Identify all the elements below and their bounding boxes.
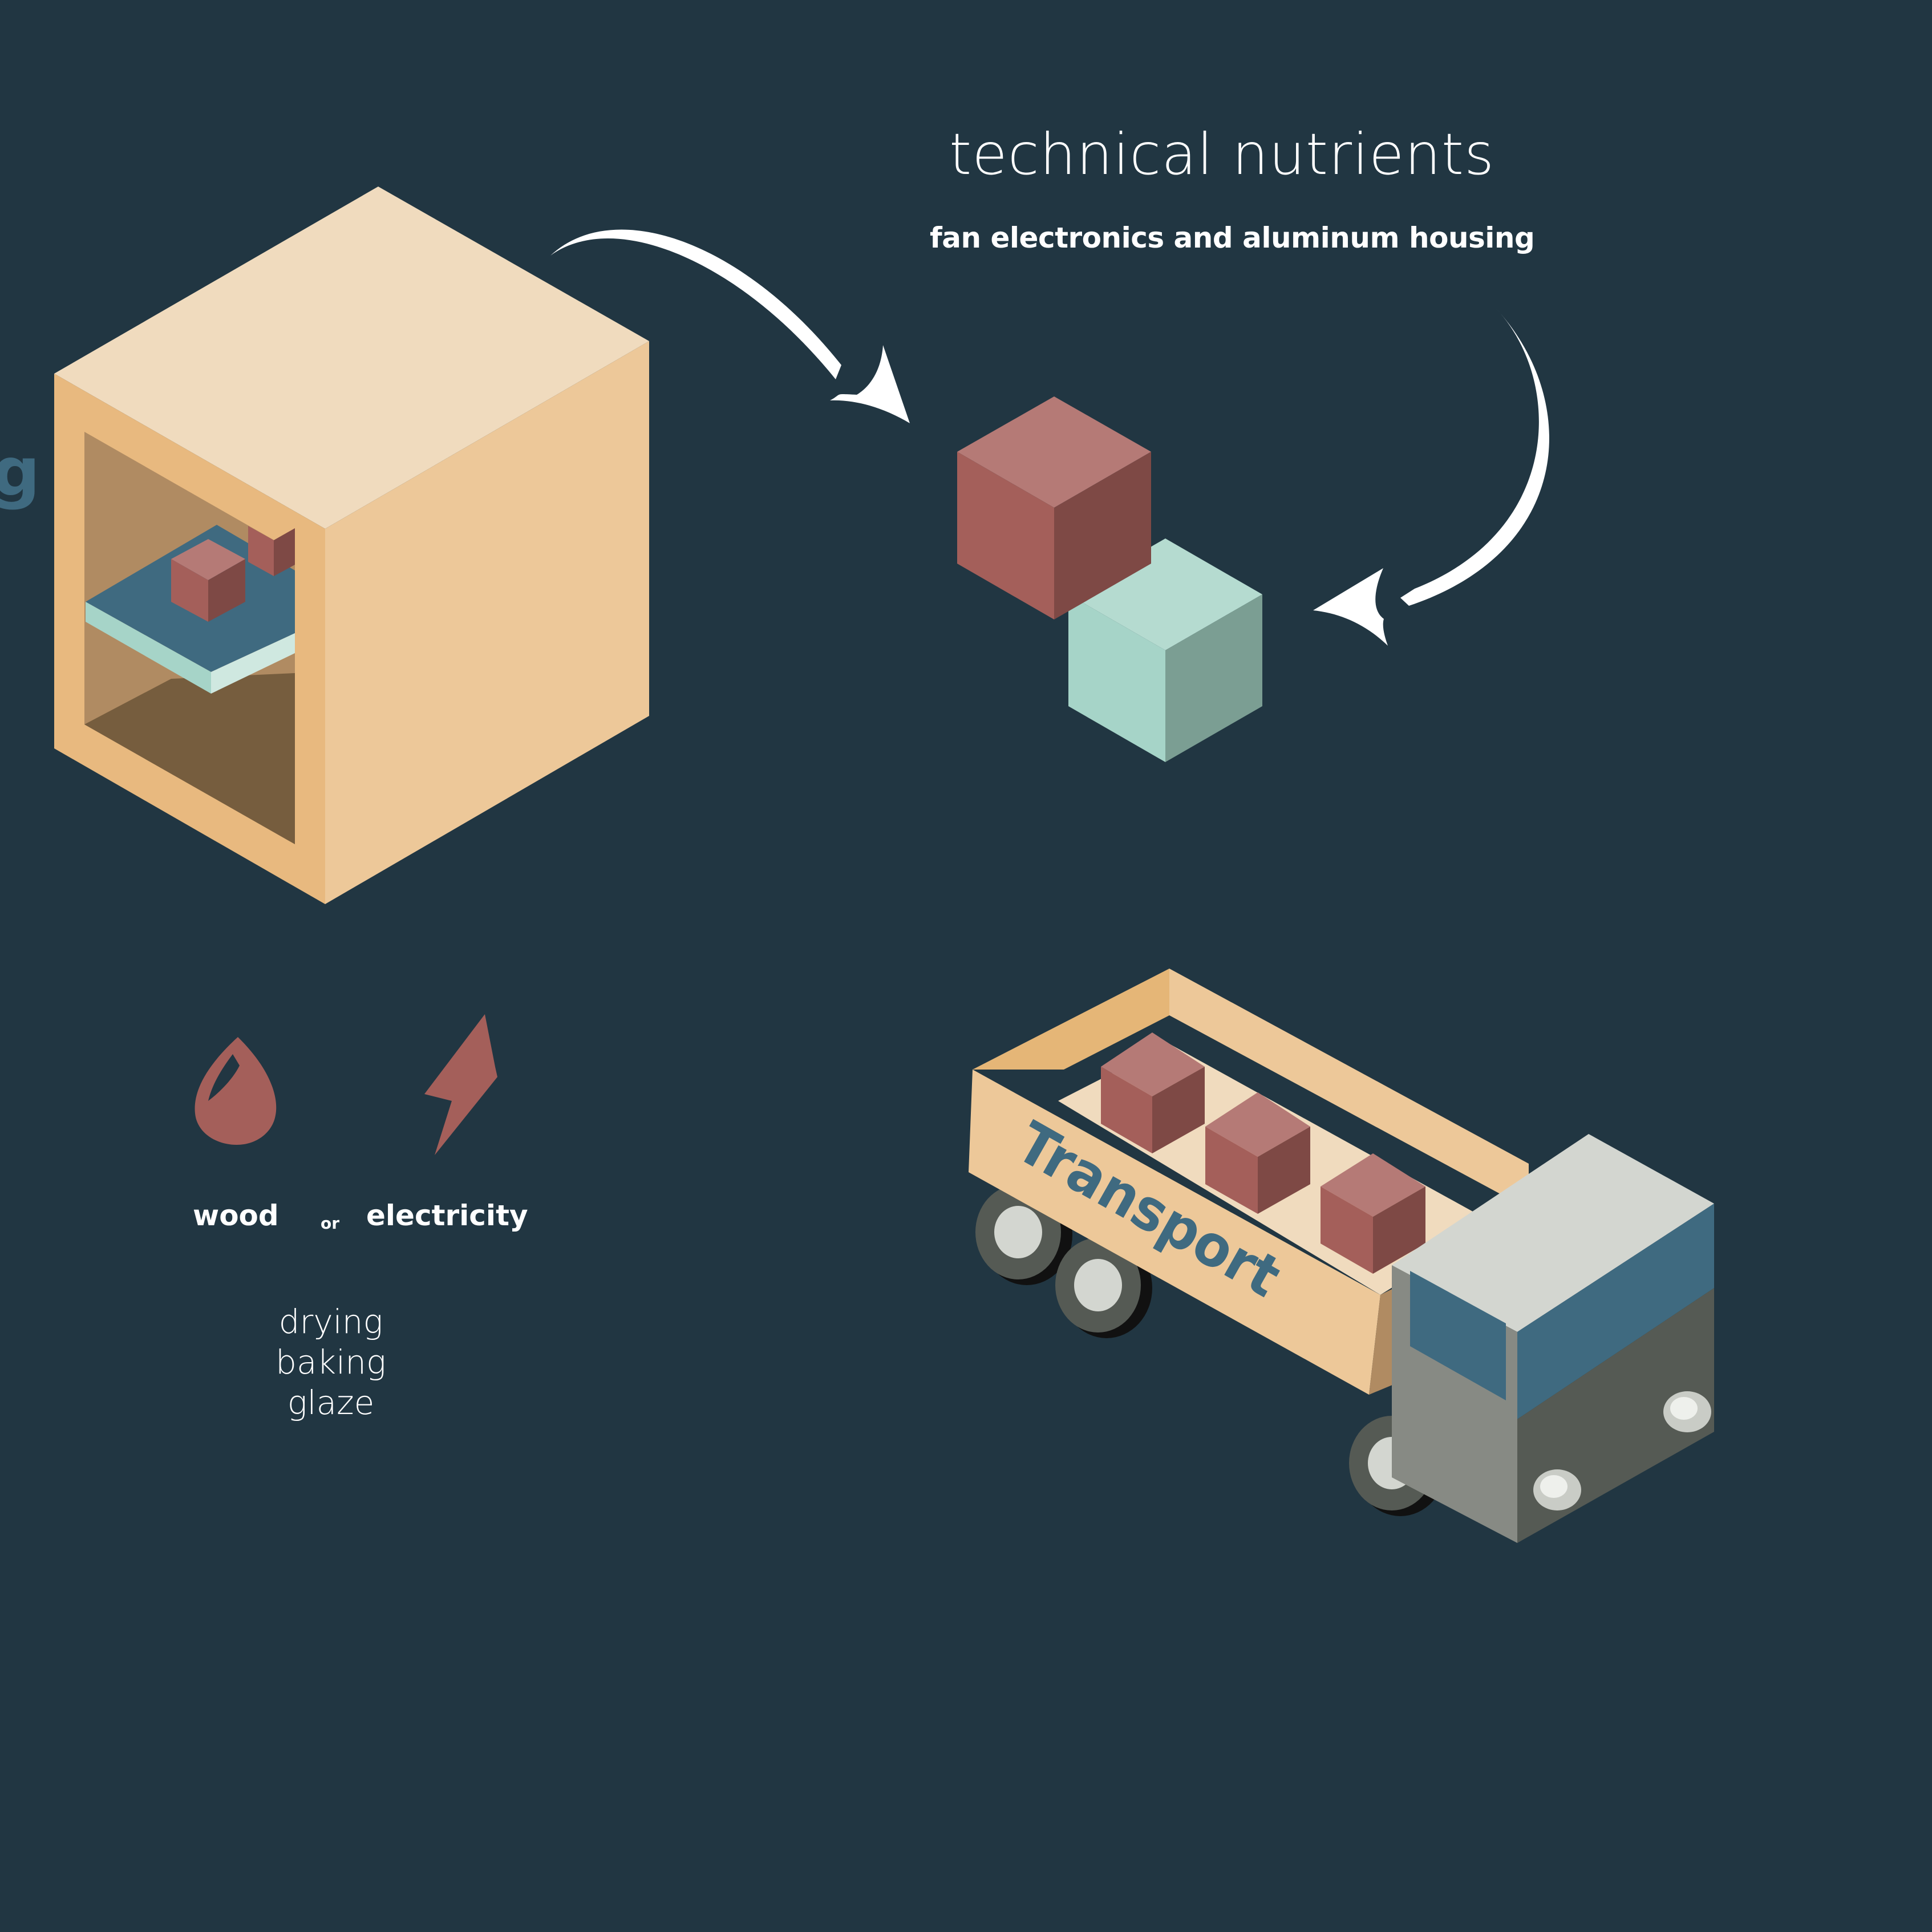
electricity-label: electricity <box>366 1199 528 1232</box>
kiln-top-face <box>54 187 649 529</box>
kiln-illustration <box>54 187 649 904</box>
kiln-item-back-side <box>274 528 295 576</box>
cargo-box-2 <box>1205 1092 1310 1214</box>
process-step-drying: drying <box>278 1302 383 1341</box>
page-subtitle: fan electronics and aluminum housing <box>930 221 1535 254</box>
truck-cab-side-window <box>1410 1271 1506 1400</box>
truck-bed-back-wall <box>973 969 1169 1070</box>
transport-truck: Transport <box>969 969 1714 1543</box>
or-separator: or <box>321 1214 340 1233</box>
cargo-box-3 <box>1321 1153 1425 1274</box>
process-steps: drying baking glaze <box>217 1302 445 1423</box>
truck-rear-wheel-2 <box>1055 1238 1152 1338</box>
red-block-left <box>957 452 1054 619</box>
kiln-item-back-front <box>248 526 274 576</box>
red-block-right <box>1054 452 1151 619</box>
truck-cab-windshield-band <box>1517 1204 1714 1419</box>
process-step-glaze: glaze <box>287 1383 375 1422</box>
cargo-box-1 <box>1101 1032 1205 1153</box>
mint-block-left <box>1068 594 1165 762</box>
truck-bed-side-wall <box>1169 969 1529 1209</box>
kiln-item-front <box>171 559 208 622</box>
kiln-item-top <box>171 539 245 580</box>
truck-headlight-right <box>1663 1391 1711 1432</box>
kiln-right-face <box>325 341 649 904</box>
drop-icon <box>195 1037 277 1145</box>
kiln-shelf-front <box>86 602 211 694</box>
red-block-icon <box>957 396 1151 619</box>
kiln-shelf-side <box>211 633 295 694</box>
truck-cab-top <box>1392 1134 1714 1332</box>
lightning-icon <box>424 1014 497 1155</box>
truck-headlight-left <box>1533 1469 1581 1510</box>
process-step-baking: baking <box>276 1343 386 1382</box>
truck-bed-front-wall <box>969 1070 1380 1395</box>
kiln-item-side <box>208 559 245 622</box>
arrow-kiln-to-blocks-icon <box>550 229 910 423</box>
cropped-edge-text: g <box>0 432 40 511</box>
kiln-opening-floor <box>84 673 295 844</box>
mint-block-right <box>1165 594 1262 762</box>
page-title: technical nutrients <box>949 121 1495 188</box>
red-block-top <box>957 396 1151 508</box>
arrow-text-to-blocks-icon <box>1313 308 1549 646</box>
wood-label: wood <box>193 1199 279 1232</box>
